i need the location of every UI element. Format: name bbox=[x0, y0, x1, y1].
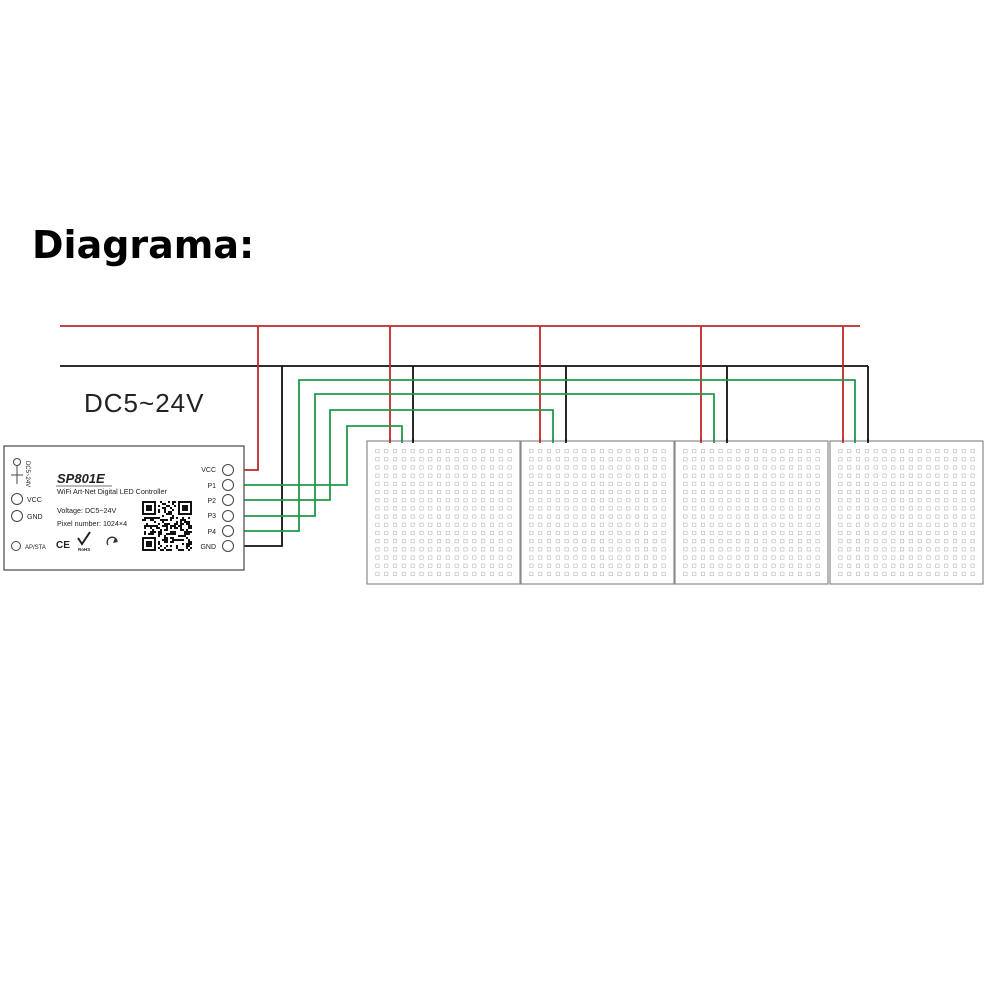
left-port-gnd-label: GND bbox=[27, 514, 43, 521]
output-terminal-4 bbox=[222, 510, 234, 522]
port-gnd-label: GND bbox=[200, 544, 216, 551]
led-matrix-panel-1 bbox=[366, 439, 521, 585]
ap-sta-button bbox=[11, 541, 21, 551]
supply-voltage-label: DC5~24V bbox=[84, 388, 204, 418]
port-p3-label: P3 bbox=[207, 513, 216, 520]
led-pixels bbox=[529, 449, 666, 576]
panel-frame bbox=[520, 440, 675, 585]
qr-code-icon bbox=[141, 500, 193, 552]
controller: DC5~24V VCC GND AP/STA SP801E WiFi Art-N… bbox=[3, 445, 245, 571]
controller-side-voltage: DC5~24V bbox=[24, 461, 30, 487]
ap-sta-label: AP/STA bbox=[25, 545, 46, 551]
page-title: Diagrama: bbox=[32, 223, 254, 267]
recycle-icon bbox=[106, 536, 118, 546]
output-terminals: VCC P1 P2 P3 P4 GND bbox=[200, 464, 234, 552]
output-terminal-2 bbox=[222, 479, 234, 491]
led-matrix-panel-4 bbox=[829, 439, 984, 585]
data-wire-p1 bbox=[236, 425, 403, 486]
controller-gnd-wire bbox=[236, 366, 283, 547]
controller-body bbox=[3, 445, 245, 571]
port-p4-label: P4 bbox=[207, 529, 216, 536]
controller-voltage: Voltage: DC5~24V bbox=[57, 506, 117, 515]
led-pixels bbox=[838, 449, 975, 576]
controller-pixels: Pixel number: 1024×4 bbox=[57, 519, 127, 528]
led-pixels bbox=[683, 449, 820, 576]
controller-model: SP801E bbox=[57, 471, 105, 486]
port-p1-label: P1 bbox=[207, 483, 216, 490]
data-wire-p3 bbox=[236, 393, 715, 517]
wires bbox=[236, 326, 869, 547]
panel-frame bbox=[366, 440, 521, 585]
rohs-mark: RoHS bbox=[77, 531, 91, 552]
output-terminal-3 bbox=[222, 494, 234, 506]
led-matrix-panel-3 bbox=[674, 439, 829, 585]
port-vcc-label: VCC bbox=[201, 467, 216, 474]
left-port-gnd-terminal bbox=[11, 510, 23, 522]
port-p2-label: P2 bbox=[207, 498, 216, 505]
output-terminal-5 bbox=[222, 525, 234, 537]
left-port-vcc-label: VCC bbox=[27, 497, 42, 504]
output-terminal-1 bbox=[222, 464, 234, 476]
panel-frame bbox=[829, 440, 984, 585]
left-port-vcc-terminal bbox=[11, 493, 23, 505]
led-panels bbox=[366, 439, 984, 585]
data-wire-p4 bbox=[236, 379, 856, 532]
svg-text:RoHS: RoHS bbox=[78, 547, 90, 552]
controller-description: WiFi Art-Net Digital LED Controller bbox=[57, 487, 167, 496]
panel-frame bbox=[674, 440, 829, 585]
dc-jack-icon bbox=[11, 458, 23, 484]
ce-mark: CE bbox=[56, 540, 70, 551]
led-pixels bbox=[375, 449, 512, 576]
led-matrix-panel-2 bbox=[520, 439, 675, 585]
output-terminal-6 bbox=[222, 540, 234, 552]
